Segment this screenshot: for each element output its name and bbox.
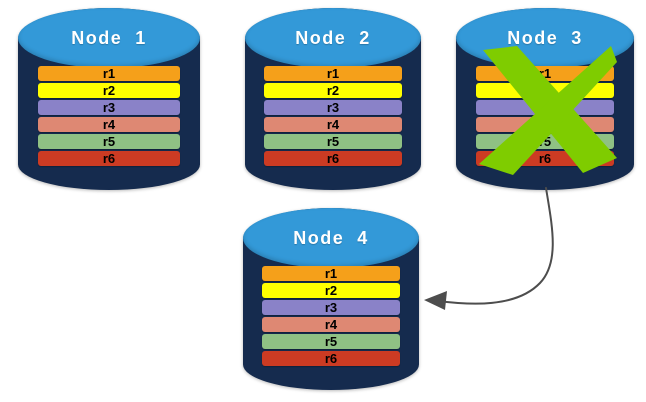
row-item: r1 bbox=[38, 66, 180, 82]
arrow-head-icon bbox=[424, 291, 447, 310]
cylinder-top-ellipse bbox=[243, 208, 419, 269]
node-cylinder-3[interactable]: Node 3 r1 r2 r3 r4 r5 r6 bbox=[456, 8, 634, 190]
node-cylinder-2[interactable]: Node 2 r1 r2 r3 r4 r5 r6 bbox=[245, 8, 421, 190]
node-cylinder-1[interactable]: Node 1 r1 r2 r3 r4 r5 r6 bbox=[18, 8, 200, 190]
row-stack-2: r1 r2 r3 r4 r5 r6 bbox=[264, 66, 402, 167]
row-item: r4 bbox=[262, 317, 400, 333]
row-stack-1: r1 r2 r3 r4 r5 r6 bbox=[38, 66, 180, 167]
row-item: r4 bbox=[38, 117, 180, 133]
row-item: r1 bbox=[262, 266, 400, 282]
row-item: r5 bbox=[262, 334, 400, 350]
row-item: r2 bbox=[38, 83, 180, 99]
row-item: r1 bbox=[475, 66, 615, 82]
row-item: r3 bbox=[264, 100, 402, 116]
node-label-2: Node 2 bbox=[295, 27, 371, 48]
row-item: r3 bbox=[38, 100, 180, 116]
row-item: r4 bbox=[264, 117, 402, 133]
row-item: r5 bbox=[475, 134, 615, 150]
row-item: r2 bbox=[264, 83, 402, 99]
row-item: r6 bbox=[475, 151, 615, 167]
arrow-line bbox=[437, 187, 554, 305]
node-label-1: Node 1 bbox=[71, 27, 147, 48]
row-item: r6 bbox=[38, 151, 180, 167]
row-stack-3: r1 r2 r3 r4 r5 r6 bbox=[475, 66, 615, 167]
node-label-4: Node 4 bbox=[293, 227, 369, 248]
row-stack-4: r1 r2 r3 r4 r5 r6 bbox=[262, 266, 400, 367]
row-item: r2 bbox=[262, 283, 400, 299]
cylinder-top-ellipse bbox=[245, 8, 421, 69]
node-label-3: Node 3 bbox=[507, 27, 583, 48]
row-item: r2 bbox=[475, 83, 615, 99]
row-item: r6 bbox=[264, 151, 402, 167]
row-item: r1 bbox=[264, 66, 402, 82]
row-item: r5 bbox=[38, 134, 180, 150]
row-item: r4 bbox=[475, 117, 615, 133]
row-item: r3 bbox=[262, 300, 400, 316]
row-item: r3 bbox=[475, 100, 615, 116]
row-item: r5 bbox=[264, 134, 402, 150]
node-cylinder-4[interactable]: Node 4 r1 r2 r3 r4 r5 r6 bbox=[243, 208, 419, 390]
row-item: r6 bbox=[262, 351, 400, 367]
cylinder-top-ellipse bbox=[18, 8, 200, 69]
